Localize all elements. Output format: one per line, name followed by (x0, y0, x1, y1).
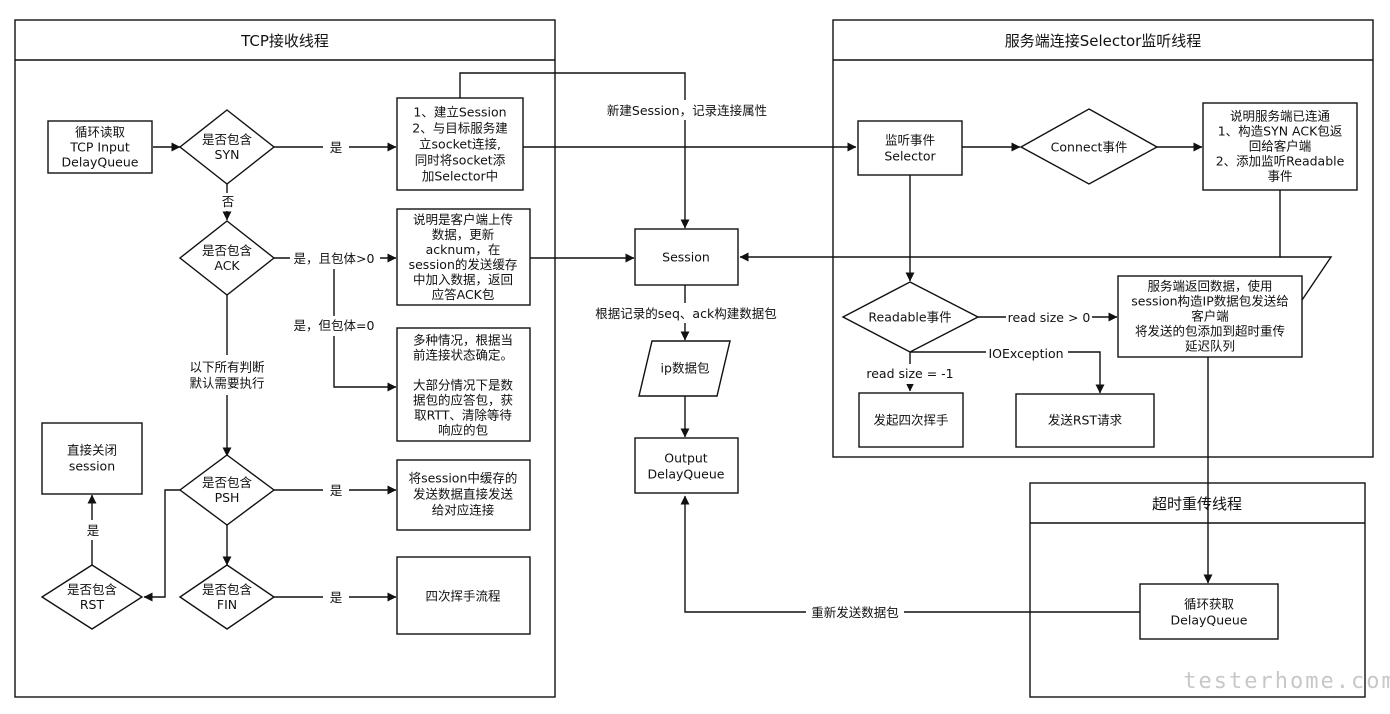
label-masks (82, 100, 1092, 622)
client-upload-box (396, 208, 531, 306)
label-new-session: 新建Session，记录连接属性 (607, 103, 767, 118)
output-queue-box (634, 437, 739, 494)
initiate-wave-box (858, 392, 964, 448)
label-yes-body: 是，且包体>0 (294, 251, 375, 266)
label-io-exception: IOException (988, 346, 1063, 361)
ip-packet-shape (638, 340, 731, 397)
listen-selector-box (857, 120, 963, 176)
edge-labels: 是 否 是，且包体>0 是，但包体=0 以下所有判断默认需要执行 是 是 是 新… (87, 103, 1091, 620)
various-text: 多种情况，根据当前连接状态确定。大部分情况下是数据包的应答包，获取RTT、清除等… (413, 333, 514, 438)
connect-decision (1019, 108, 1159, 185)
label-no-syn: 否 (222, 194, 235, 209)
syn-decision (178, 109, 276, 185)
loop-read-box (47, 120, 153, 174)
connectors (87, 72, 1333, 613)
close-session-box (41, 422, 143, 495)
fin-decision (178, 564, 276, 630)
label-build-packet: 根据记录的seq、ack构建数据包 (595, 306, 776, 321)
initiate-wave-text: 发起四次挥手 (873, 413, 948, 428)
lane-timeout-title: 超时重传线程 (1152, 495, 1242, 513)
loop-fetch-box (1139, 583, 1279, 640)
arrow-readable-to-rst (910, 351, 1105, 394)
shapes (40, 97, 1358, 640)
label-yes-nobody: 是，但包体=0 (294, 318, 375, 333)
server-return-box (1117, 275, 1303, 358)
ip-packet-text: ip数据包 (661, 361, 710, 376)
lane-tcp-title: TCP接收线程 (240, 32, 329, 50)
connect-decision-text: Connect事件 (1051, 140, 1128, 155)
ack-decision (178, 220, 276, 296)
various-box (396, 327, 531, 442)
arrow-ack-to-various (333, 258, 397, 392)
send-rst-box (1015, 393, 1155, 448)
session-box (634, 228, 739, 286)
watermark: testerhome.com (1183, 669, 1390, 694)
readable-decision (841, 281, 980, 353)
server-connected-box (1202, 102, 1358, 191)
readable-decision-text: Readable事件 (868, 310, 951, 325)
session-text: Session (662, 250, 710, 265)
send-cached-box (396, 459, 531, 531)
arrow-create-to-session (459, 72, 690, 229)
four-wave-text: 四次挥手流程 (425, 589, 501, 604)
lane-selector-title: 服务端连接Selector监听线程 (1005, 32, 1202, 50)
lane-timeout: 超时重传线程 (1029, 482, 1366, 698)
label-read-eq: read size = -1 (866, 366, 953, 381)
lane-selector: 服务端连接Selector监听线程 (832, 19, 1374, 458)
send-cached-text: 将session中缓存的发送数据直接发送给对应连接 (409, 471, 518, 518)
arrow-resend-to-output (680, 495, 1140, 613)
label-yes-rst: 是 (87, 523, 100, 538)
create-session-box (396, 97, 524, 191)
label-yes-syn: 是 (330, 140, 343, 155)
label-yes-fin: 是 (330, 590, 343, 605)
four-wave-box (396, 556, 531, 635)
arrow-psh-to-rst (143, 489, 180, 602)
label-read-gt0: read size > 0 (1008, 310, 1091, 325)
arrow-return-to-session (1280, 256, 1333, 307)
label-resend: 重新发送数据包 (811, 605, 899, 620)
send-rst-text: 发送RST请求 (1048, 413, 1123, 428)
rst-decision (40, 564, 144, 630)
label-yes-psh: 是 (330, 483, 343, 498)
psh-decision (178, 454, 276, 526)
label-default-exec: 以下所有判断默认需要执行 (189, 360, 264, 391)
